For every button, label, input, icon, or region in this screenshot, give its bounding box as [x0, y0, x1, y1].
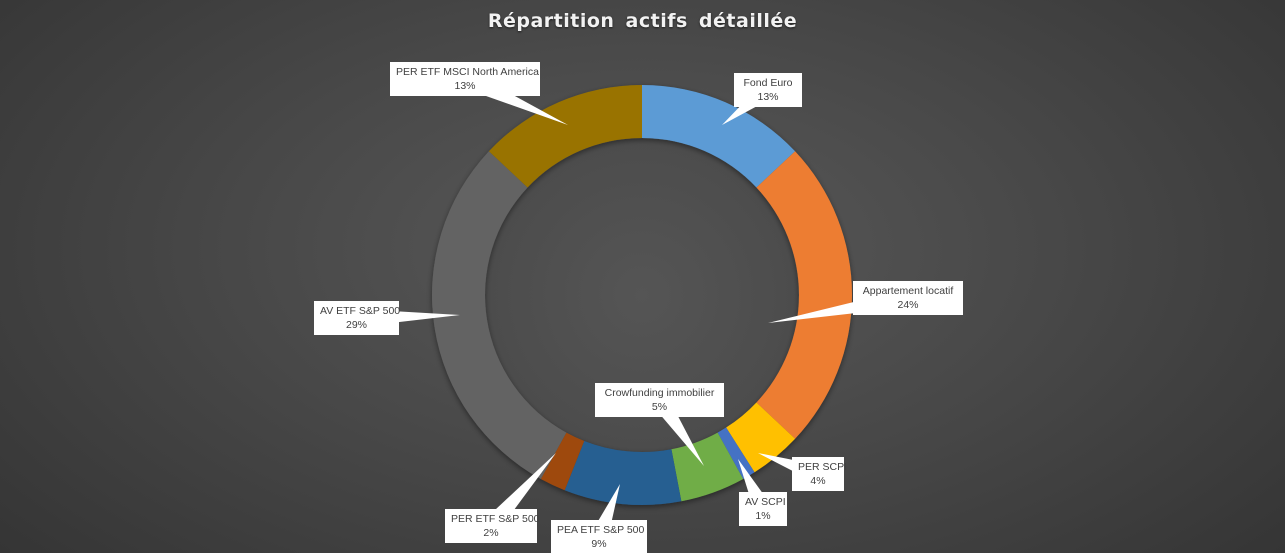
data-label-av-etf-sandp-500: AV ETF S&P 500 29% — [314, 301, 401, 335]
data-label-av-scpi: AV SCPI 1% — [739, 492, 787, 526]
data-label-value: 24% — [897, 299, 919, 311]
data-label-per-etf-msci-north-america: PER ETF MSCI North America 13% — [390, 62, 540, 96]
slices — [431, 85, 852, 505]
data-label-crowfunding-immobilier: Crowfunding immobilier 5% — [595, 383, 724, 417]
data-label-value: 9% — [591, 538, 607, 550]
data-label-name: AV SCPI — [745, 496, 786, 508]
data-label-appartement-locatif: Appartement locatif 24% — [853, 281, 963, 315]
slice-appartement-locatif — [756, 151, 852, 439]
data-label-name: Crowfunding immobilier — [604, 387, 715, 399]
data-label-name: PEA ETF S&P 500 — [557, 524, 645, 536]
data-label-value: 2% — [483, 527, 499, 539]
data-label-per-etf-sandp-500: PER ETF S&P 500 2% — [445, 509, 540, 543]
doughnut-hole — [485, 138, 799, 452]
data-label-name: Fond Euro — [743, 77, 793, 89]
data-label-name: PER SCPI — [798, 461, 848, 473]
slice-per-scpi — [726, 402, 796, 473]
data-label-name: PER ETF MSCI North America — [396, 66, 539, 78]
slice-pea-etf-sandp-500 — [564, 440, 682, 505]
data-label-pea-etf-sandp-500: PEA ETF S&P 500 9% — [551, 520, 647, 553]
slice-fond-euro — [642, 85, 796, 188]
data-label-name: Appartement locatif — [862, 285, 954, 297]
data-label-value: 29% — [345, 319, 367, 331]
slice-av-etf-sandp-500 — [431, 151, 567, 480]
data-label-per-scpi: PER SCPI 4% — [792, 457, 848, 491]
slice-per-etf-msci-north-america — [488, 85, 642, 188]
data-label-value: 4% — [810, 475, 826, 487]
data-label-name: PER ETF S&P 500 — [451, 513, 540, 525]
data-label-value: 5% — [651, 401, 668, 413]
slice-av-scpi — [717, 427, 755, 480]
slice-crowfunding-immobilier — [671, 432, 744, 502]
chart-title: Répartition actifs détaillée — [487, 10, 798, 32]
data-label-value: 1% — [755, 510, 771, 522]
data-label-value: 13% — [757, 91, 779, 103]
data-label-value: 13% — [454, 80, 476, 92]
data-label-name: AV ETF S&P 500 — [320, 305, 401, 317]
slice-per-etf-sandp-500 — [540, 432, 585, 491]
data-label-fond-euro: Fond Euro 13% — [734, 73, 802, 107]
